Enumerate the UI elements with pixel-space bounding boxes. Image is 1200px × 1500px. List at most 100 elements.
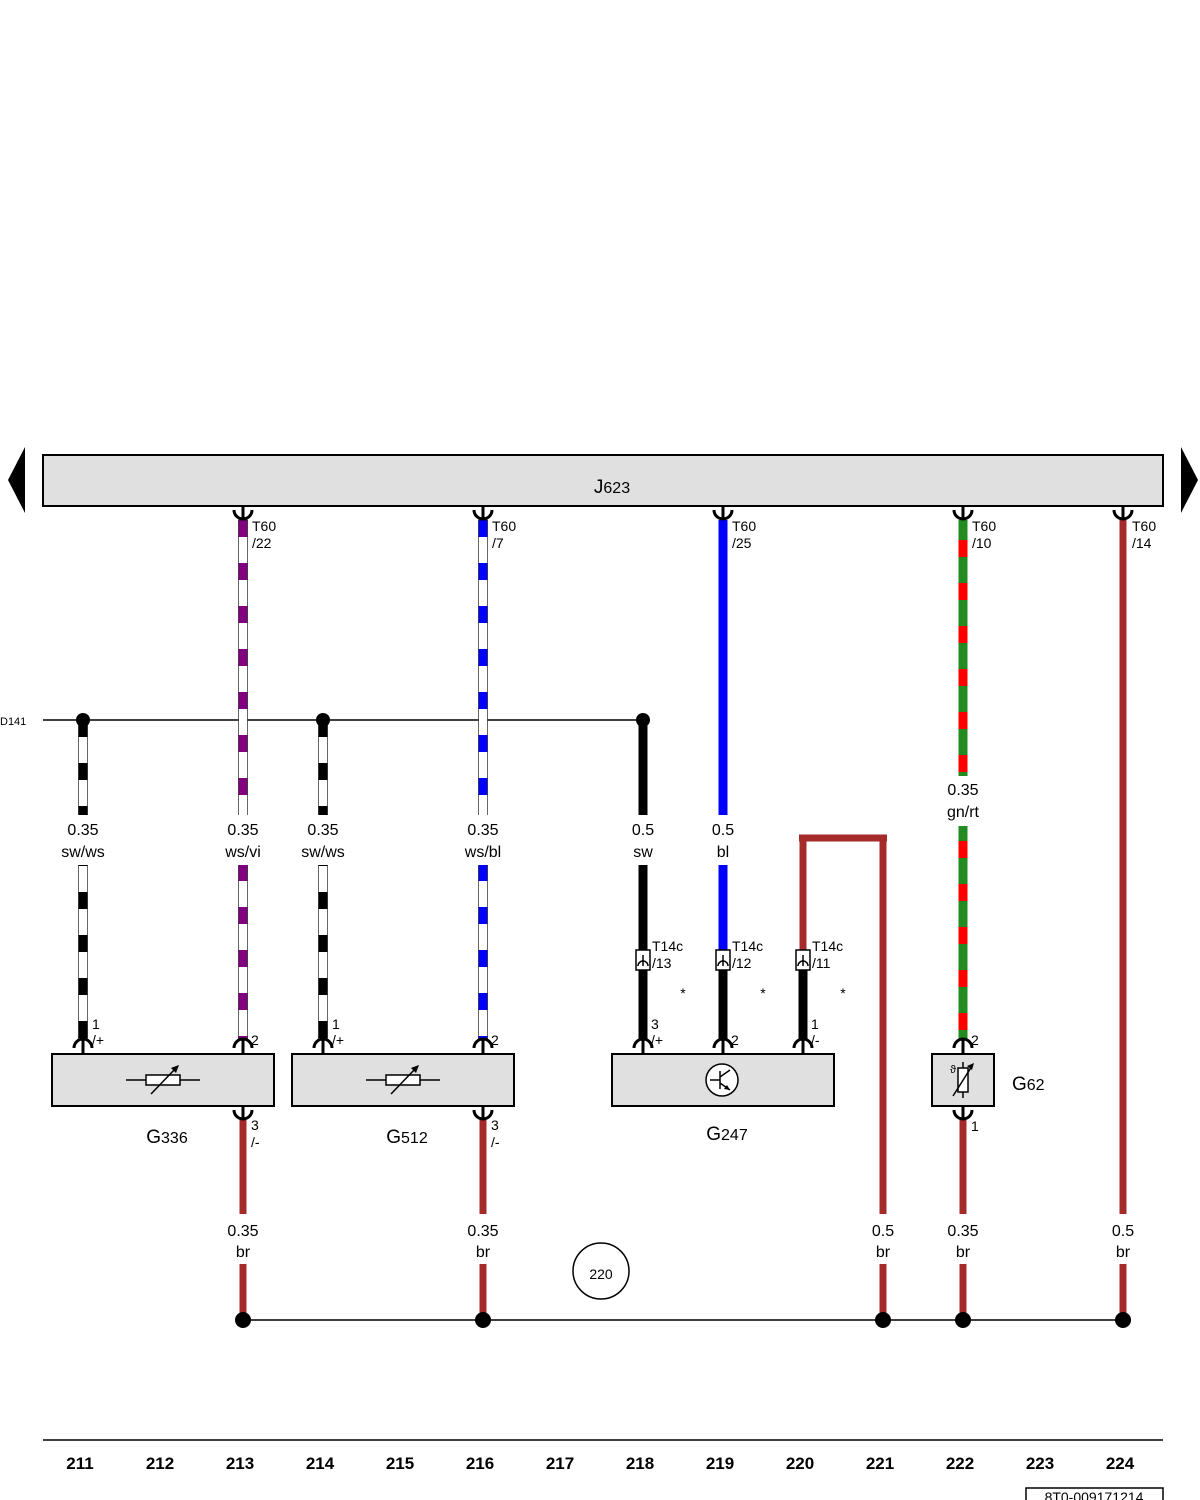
column-number: 224 (1106, 1454, 1135, 1473)
mid-connectors: T14c /13 T14c /12 T14c /11 * * * (635, 938, 846, 1001)
component-g247[interactable]: G247 (611, 1053, 835, 1145)
svg-text:T60: T60 (492, 518, 516, 534)
connector-t14c-11[interactable]: T14c /11 (795, 938, 843, 971)
wire-size: 0.35 (307, 822, 338, 839)
wire-size: 0.5 (632, 822, 654, 839)
connector-t14c-12[interactable]: T14c /12 (715, 938, 763, 971)
junction-dot (636, 713, 650, 727)
svg-text:3: 3 (651, 1016, 659, 1032)
svg-text:T60: T60 (252, 518, 276, 534)
component-label: G247 (706, 1124, 748, 1145)
column-number: 211 (66, 1454, 93, 1473)
svg-text:1: 1 (92, 1016, 100, 1032)
wire-size: 0.5 (872, 1223, 894, 1240)
svg-text:/13: /13 (652, 955, 672, 971)
svg-text:/25: /25 (732, 535, 752, 551)
component-label: G336 (146, 1127, 188, 1148)
column-number: 222 (946, 1454, 974, 1473)
junction-dot (76, 713, 90, 727)
svg-text:2: 2 (251, 1032, 259, 1048)
svg-text:/-: /- (251, 1134, 260, 1150)
star-mark: * (680, 985, 686, 1001)
column-number: 219 (706, 1454, 734, 1473)
svg-text:/+: /+ (92, 1032, 104, 1048)
wire-size: 0.35 (947, 782, 978, 799)
component-g512[interactable]: G512 (291, 1053, 515, 1148)
junction-dot (1115, 1312, 1131, 1328)
svg-text:2: 2 (731, 1032, 739, 1048)
thermistor-icon: ϑ (950, 1062, 974, 1098)
connector-t14c-13[interactable]: T14c /13 (635, 938, 683, 971)
svg-text:/7: /7 (492, 535, 504, 551)
svg-text:/-: /- (491, 1134, 500, 1150)
svg-text:T60: T60 (972, 518, 996, 534)
connector-t60-10[interactable]: T60 /10 (952, 506, 996, 551)
wire-color: br (1116, 1244, 1131, 1261)
column-number: 220 (786, 1454, 814, 1473)
svg-text:/-: /- (811, 1032, 820, 1048)
svg-text:/10: /10 (972, 535, 992, 551)
column-number: 213 (226, 1454, 254, 1473)
svg-text:T14c: T14c (812, 938, 843, 954)
junction-dot (316, 713, 330, 727)
doc-code-box: 8T0-009171214 (1025, 1487, 1164, 1500)
prev-page-arrow-icon[interactable] (8, 447, 25, 513)
component-g62[interactable]: ϑ G62 (931, 1053, 1045, 1107)
junction-dot (875, 1312, 891, 1328)
svg-text:T14c: T14c (732, 938, 763, 954)
column-number: 215 (386, 1454, 414, 1473)
wire-size: 0.5 (1112, 1223, 1134, 1240)
svg-text:1: 1 (971, 1118, 979, 1134)
component-g336[interactable]: G336 (51, 1053, 275, 1148)
junction-dot (955, 1312, 971, 1328)
svg-text:/+: /+ (332, 1032, 344, 1048)
svg-text:1: 1 (332, 1016, 340, 1032)
svg-text:3: 3 (491, 1117, 499, 1133)
svg-text:8T0-009171214: 8T0-009171214 (1045, 1489, 1144, 1500)
svg-text:220: 220 (589, 1266, 613, 1282)
wire-color: br (956, 1244, 971, 1261)
reference-circle[interactable]: 220 (572, 1242, 630, 1300)
wire-color: ws/bl (464, 844, 501, 861)
column-number: 212 (146, 1454, 174, 1473)
wire-color: br (876, 1244, 891, 1261)
wire-color: sw/ws (301, 844, 345, 861)
wire-size: 0.5 (712, 822, 734, 839)
wire-color: sw/ws (61, 844, 105, 861)
wire-color: ws/vi (224, 844, 261, 861)
wire-size: 0.35 (467, 1223, 498, 1240)
svg-text:/22: /22 (252, 535, 272, 551)
column-number: 216 (466, 1454, 494, 1473)
variable-resistor-icon (126, 1065, 200, 1095)
control-unit-j623[interactable] (42, 454, 1164, 507)
connector-t60-22[interactable]: T60 /22 (232, 506, 276, 551)
wire-size: 0.35 (67, 822, 98, 839)
svg-text:ϑ: ϑ (950, 1064, 956, 1076)
control-unit-label: J623 (594, 477, 630, 498)
junction-dot (235, 1312, 251, 1328)
wire-color: br (476, 1244, 491, 1261)
component-label: G512 (386, 1127, 428, 1148)
star-mark: * (760, 985, 766, 1001)
wire-color: gn/rt (947, 804, 980, 821)
connector-t60-7[interactable]: T60 /7 (472, 506, 516, 551)
wire-size: 0.35 (467, 822, 498, 839)
junction-dots (76, 713, 1131, 1328)
bus-label: D141 (0, 716, 26, 728)
connector-t60-25[interactable]: T60 /25 (712, 506, 756, 551)
wire-size: 0.35 (227, 1223, 258, 1240)
junction-dot (475, 1312, 491, 1328)
column-number: 223 (1026, 1454, 1054, 1473)
pin-labels: 1 /+ 2 3 /- 1 /+ 2 3 /- 3 /+ 2 1 /- 2 1 (92, 1016, 979, 1150)
svg-text:/11: /11 (812, 955, 831, 971)
connector-t60-14[interactable]: T60 /14 (1112, 506, 1156, 551)
variable-resistor-icon (366, 1065, 440, 1095)
svg-text:2: 2 (971, 1032, 979, 1048)
wires (78, 519, 1127, 1320)
next-page-arrow-icon[interactable] (1181, 447, 1198, 513)
svg-text:/12: /12 (732, 955, 752, 971)
wire-size: 0.35 (947, 1223, 978, 1240)
column-number: 214 (306, 1454, 335, 1473)
svg-text:T14c: T14c (652, 938, 683, 954)
